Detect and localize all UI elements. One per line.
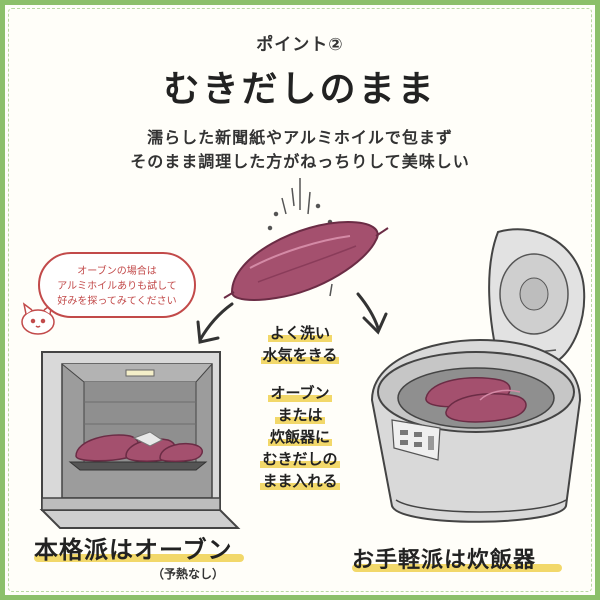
oven-label-underline xyxy=(34,554,244,562)
description-line-1: 濡らした新聞紙やアルミホイルで包まず xyxy=(147,128,453,147)
oven-label: 本格派はオーブン xyxy=(34,536,233,564)
description-line-2: そのまま調理した方がねっちりして美味しい xyxy=(130,152,470,171)
sweet-potato-icon xyxy=(223,220,389,301)
speech-bubble: オーブンの場合は アルミホイルありも試して 好みを探ってみてください xyxy=(38,252,196,318)
method-line-5: まま入れる xyxy=(260,472,340,490)
wash-line-1: よく洗い xyxy=(267,324,332,342)
method-line-4: むきだしの xyxy=(260,450,340,468)
page-title-text: むきだしのまま xyxy=(163,69,437,110)
wash-instructions: よく洗い 水気をきる xyxy=(232,322,368,366)
wash-line-2: 水気をきる xyxy=(260,346,340,364)
cooker-label-underline xyxy=(352,564,562,572)
arrow-right-icon xyxy=(356,292,388,335)
speech-bubble-line-2: アルミホイルありも試して xyxy=(57,281,177,292)
method-line-2: または xyxy=(275,406,325,424)
method-line-1: オーブン xyxy=(268,384,332,402)
oven-icon xyxy=(39,351,241,529)
oven-sub-label: （予熱なし） xyxy=(152,567,225,581)
arrow-left-icon xyxy=(196,302,234,344)
speech-bubble-line-3: 好みを探ってみてください xyxy=(57,296,177,307)
description: 濡らした新聞紙やアルミホイルで包まず そのまま調理した方がねっちりして美味しい xyxy=(0,126,600,174)
point-label: ポイント② xyxy=(256,35,344,55)
method-line-3: 炊飯器に xyxy=(267,428,332,446)
rice-cooker-icon xyxy=(370,228,586,523)
speech-bubble-line-1: オーブンの場合は xyxy=(77,266,157,277)
page-title: むきだしのまま xyxy=(149,60,451,112)
rice-cooker-label: お手軽派は炊飯器 xyxy=(352,548,537,573)
method-instructions: オーブン または 炊飯器に むきだしの まま入れる xyxy=(232,382,368,492)
title-area: むきだしのまま xyxy=(0,60,600,112)
